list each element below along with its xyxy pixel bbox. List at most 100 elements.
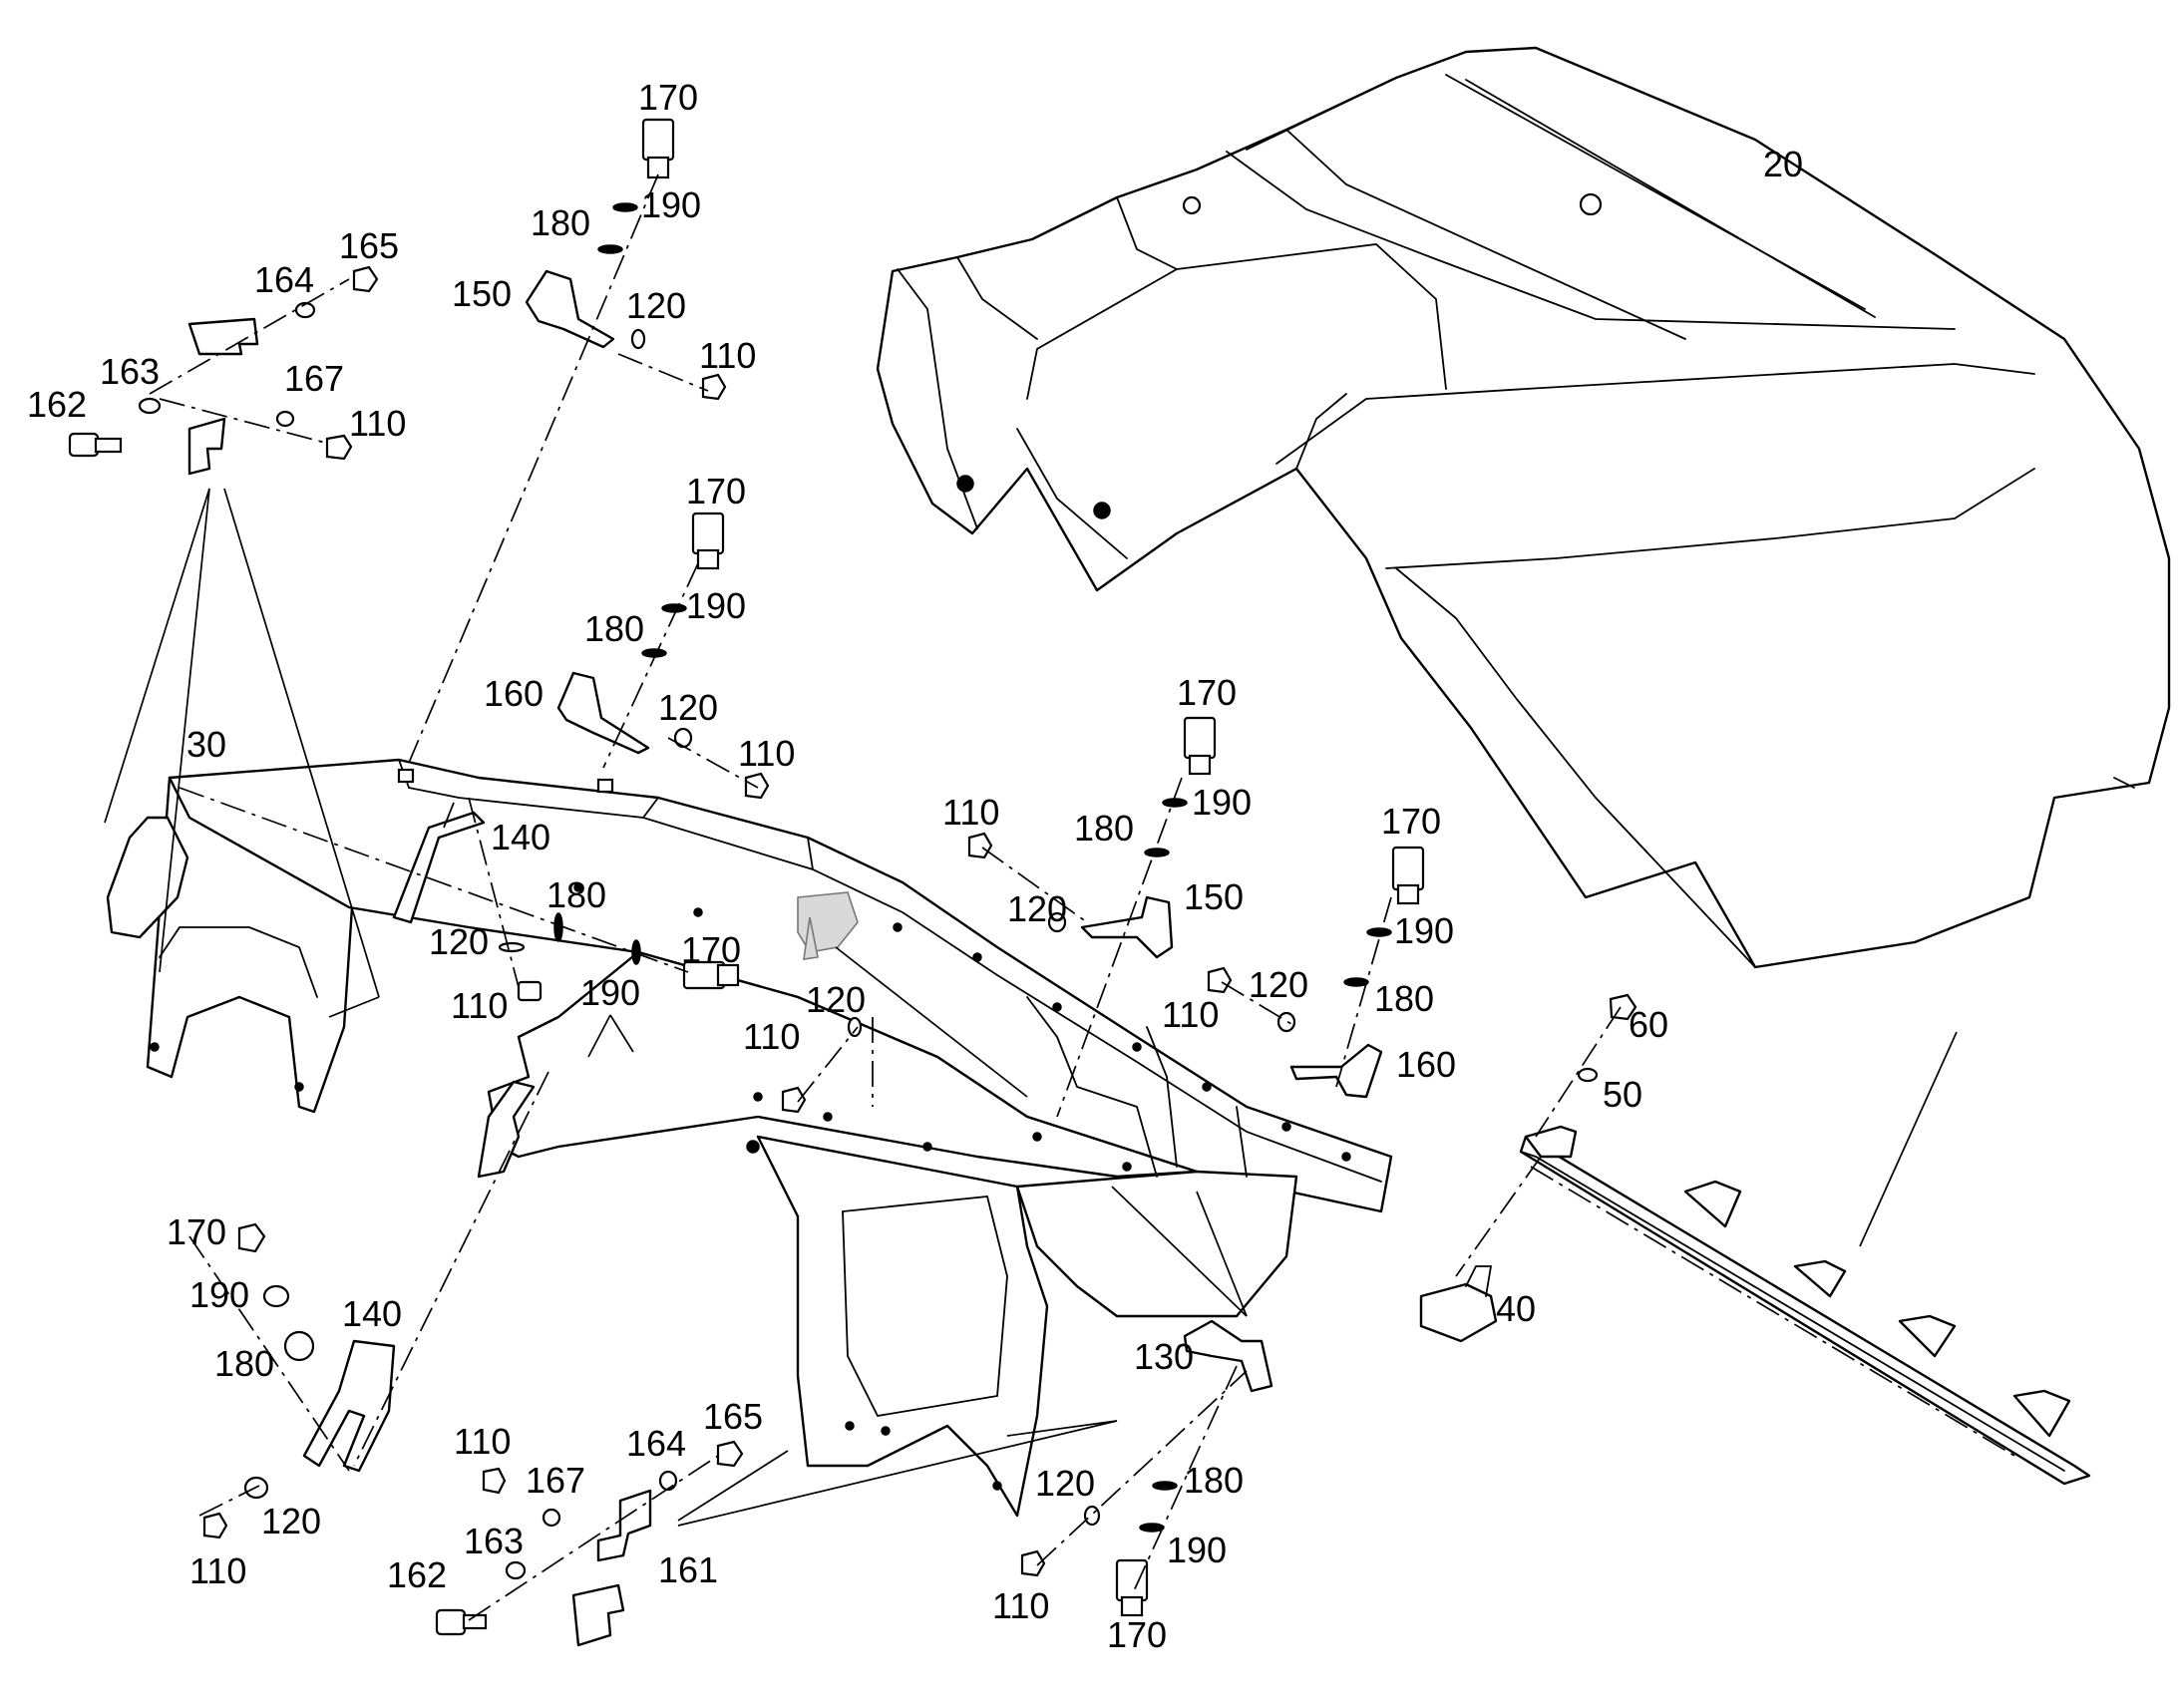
nut-110-icon (202, 1512, 228, 1539)
bracket-part-160 (556, 671, 650, 755)
bolt-170-icon (1115, 1558, 1149, 1602)
washer-180-icon (1343, 977, 1369, 987)
bracket-group-upper-left (68, 265, 379, 476)
washer-190-icon (661, 603, 687, 613)
bracket-part-150 (1080, 895, 1174, 959)
callout-180: 180 (1184, 1460, 1244, 1501)
callout-160: 160 (484, 673, 544, 714)
bracket-group-bottom (435, 1440, 744, 1647)
callout-120: 120 (806, 979, 866, 1020)
washer-120-icon (630, 328, 646, 350)
callout-150: 150 (452, 273, 512, 314)
callout-170: 170 (1177, 672, 1237, 713)
callout-60: 60 (1629, 1004, 1668, 1045)
leader-lines (104, 173, 2015, 1621)
callout-labels: 20 30 40 50 60 110 110 110 110 110 110 1… (27, 77, 1803, 1655)
callout-120: 120 (626, 285, 686, 326)
washer-190-icon (631, 939, 641, 965)
bracket-group-130 (1020, 1319, 1273, 1617)
callout-162: 162 (27, 384, 87, 425)
callout-120: 120 (261, 1501, 321, 1541)
washer-163-icon (138, 397, 162, 415)
callout-110: 110 (738, 733, 795, 774)
nut-110-icon (967, 832, 993, 859)
callout-110: 110 (699, 335, 756, 376)
callout-190: 190 (1192, 782, 1252, 823)
callout-180: 180 (531, 202, 590, 243)
callout-164: 164 (254, 259, 314, 300)
callout-20: 20 (1763, 144, 1803, 184)
washer-190-icon (1139, 1523, 1165, 1533)
washer-120-icon (1047, 911, 1067, 933)
nut-110-icon (1020, 1549, 1046, 1577)
callout-120: 120 (1035, 1463, 1095, 1504)
washer-167-icon (275, 410, 295, 428)
center-fasteners (781, 1016, 863, 1114)
callout-110: 110 (189, 1550, 246, 1591)
callout-110: 110 (743, 1016, 800, 1057)
washer-164-icon (658, 1470, 678, 1492)
washer-180-icon (1144, 848, 1170, 857)
callout-130: 130 (1134, 1336, 1194, 1377)
frame-rivets (573, 882, 1351, 1172)
callout-162: 162 (387, 1554, 447, 1595)
callout-165: 165 (703, 1396, 763, 1437)
bolt-162-icon (68, 432, 100, 458)
callout-180: 180 (546, 874, 606, 915)
callout-140: 140 (342, 1293, 402, 1334)
callout-110: 110 (942, 792, 999, 833)
nut-110-icon (517, 980, 543, 1002)
nut-110-icon (482, 1467, 507, 1495)
washer-180-icon (1152, 1481, 1178, 1491)
washer-190-icon (1162, 798, 1188, 808)
nut-110-icon (744, 772, 770, 800)
washer-180-icon (641, 648, 667, 658)
nut-165-icon (716, 1440, 744, 1468)
callout-167: 167 (284, 358, 344, 399)
bolt-170-icon (1183, 716, 1217, 760)
bracket-part-140 (392, 811, 486, 924)
callout-170: 170 (638, 77, 698, 118)
callout-120: 120 (1249, 964, 1308, 1005)
callout-150: 150 (1184, 876, 1244, 917)
lower-guard-assembly (1419, 993, 2091, 1486)
nut-110-icon (325, 434, 353, 461)
callout-190: 190 (189, 1274, 249, 1315)
washer-120-icon (673, 727, 693, 749)
washer-164-icon (294, 301, 316, 319)
callout-190: 190 (1167, 1530, 1227, 1570)
callout-190: 190 (641, 184, 701, 225)
frame-tab (596, 778, 614, 794)
bracket-part-130 (1183, 1319, 1273, 1393)
callout-120: 120 (1007, 888, 1067, 929)
washer-50-icon (1577, 1067, 1599, 1083)
callout-170: 170 (1107, 1614, 1167, 1655)
bolt-170-icon (641, 118, 675, 162)
callout-120: 120 (658, 687, 718, 728)
washer-167-icon (542, 1508, 561, 1528)
callout-140: 140 (491, 817, 550, 857)
bracket-part-161-lower (187, 417, 226, 476)
washer-120-icon (1276, 1011, 1296, 1033)
washer-190-icon (262, 1284, 290, 1308)
rubber-block-part-40 (1419, 1282, 1498, 1343)
bolt-162-icon (435, 1608, 467, 1636)
callout-190: 190 (580, 972, 640, 1013)
bracket-group-left-mid (392, 811, 740, 1179)
washer-180-icon (597, 244, 623, 254)
callout-190: 190 (1394, 910, 1454, 951)
bracket-group-center-160 (556, 512, 770, 800)
callout-163: 163 (100, 351, 160, 392)
callout-40: 40 (1496, 1288, 1536, 1329)
nut-110-icon (701, 373, 727, 401)
washer-163-icon (505, 1560, 527, 1580)
washer-180-icon (553, 912, 563, 942)
hood-grommet-icon (1182, 195, 1202, 215)
callout-110: 110 (992, 1585, 1049, 1626)
bracket-part-150 (525, 269, 615, 349)
callout-170: 170 (686, 471, 746, 512)
callout-50: 50 (1603, 1074, 1642, 1115)
main-frame (168, 758, 1393, 1518)
hood-grommet-icon (956, 475, 974, 493)
